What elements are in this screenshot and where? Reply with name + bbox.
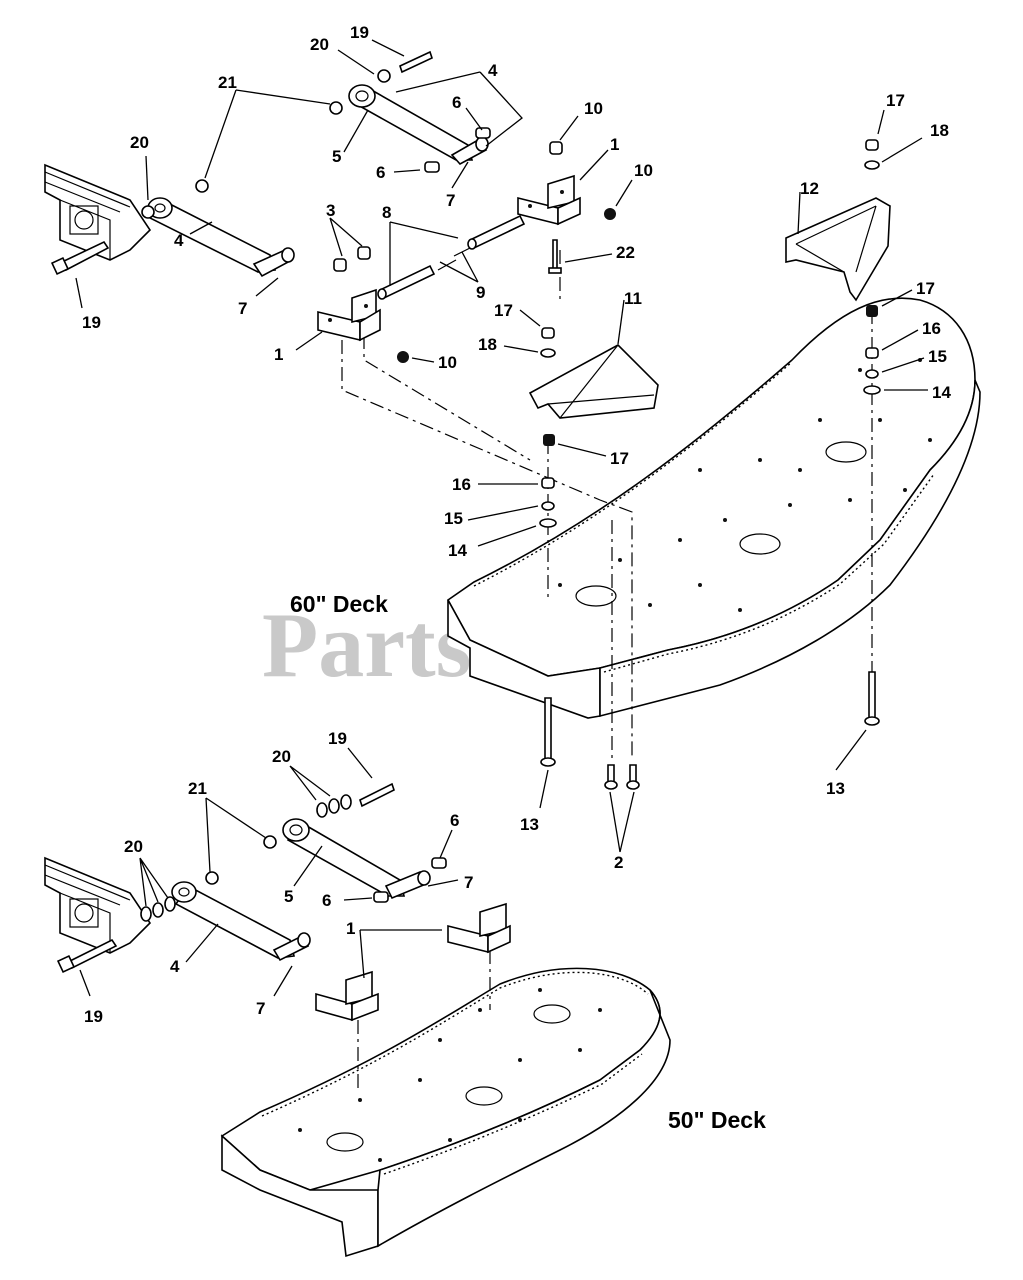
deck-60-title: 60" Deck bbox=[290, 591, 388, 617]
bracket-1-60-right bbox=[517, 174, 581, 226]
callout: 21 bbox=[218, 73, 237, 92]
callout: 18 bbox=[930, 121, 949, 140]
hardware-stack-60-right bbox=[863, 139, 881, 395]
lift-link-5-50 bbox=[263, 782, 447, 903]
callout: 19 bbox=[84, 1007, 103, 1026]
callout: 20 bbox=[272, 747, 291, 766]
tractor-frame-60 bbox=[44, 163, 152, 261]
callout: 7 bbox=[256, 999, 265, 1018]
callout: 6 bbox=[322, 891, 331, 910]
callout: 7 bbox=[464, 873, 473, 892]
callout: 6 bbox=[450, 811, 459, 830]
bracket-1-50-right bbox=[447, 902, 511, 954]
callout: 22 bbox=[616, 243, 635, 262]
callout: 13 bbox=[520, 815, 539, 834]
bolts-60 bbox=[540, 671, 880, 790]
callout: 14 bbox=[448, 541, 467, 560]
callout: 14 bbox=[932, 383, 951, 402]
callout: 18 bbox=[478, 335, 497, 354]
callout: 15 bbox=[928, 347, 947, 366]
callout: 7 bbox=[446, 191, 455, 210]
bolt-19-60-left bbox=[50, 240, 110, 276]
callout: 8 bbox=[382, 203, 391, 222]
callout: 20 bbox=[310, 35, 329, 54]
lift-link-4-50 bbox=[171, 871, 311, 962]
leaders-60 bbox=[75, 39, 928, 853]
callout: 21 bbox=[188, 779, 207, 798]
callout: 20 bbox=[124, 837, 143, 856]
nuts-60 bbox=[333, 141, 616, 363]
hardware-stack-60-center bbox=[539, 327, 557, 528]
callout: 10 bbox=[634, 161, 653, 180]
callout: 10 bbox=[584, 99, 603, 118]
callout: 20 bbox=[130, 133, 149, 152]
callout: 3 bbox=[326, 201, 335, 220]
callout: 17 bbox=[916, 279, 935, 298]
pin-8-60 bbox=[377, 214, 526, 300]
callout: 4 bbox=[488, 61, 498, 80]
bracket-1-50-left bbox=[315, 970, 379, 1022]
callout: 10 bbox=[438, 353, 457, 372]
deck-60-shell bbox=[446, 297, 981, 719]
lift-link-5-60 bbox=[329, 50, 491, 173]
callouts-60: 19 20 4 21 6 5 6 7 20 4 7 19 3 8 9 1 10 … bbox=[82, 23, 951, 872]
callout: 19 bbox=[350, 23, 369, 42]
callout: 4 bbox=[170, 957, 180, 976]
leaders-50 bbox=[79, 747, 459, 997]
callout: 13 bbox=[826, 779, 845, 798]
callout: 4 bbox=[174, 231, 184, 250]
callout: 17 bbox=[886, 91, 905, 110]
callout: 17 bbox=[494, 301, 513, 320]
callout: 12 bbox=[800, 179, 819, 198]
tractor-frame-50 bbox=[44, 856, 152, 954]
callout: 11 bbox=[624, 289, 642, 308]
deck-50-shell bbox=[220, 967, 671, 1258]
callout: 1 bbox=[346, 919, 355, 938]
callout: 19 bbox=[82, 313, 101, 332]
callout: 5 bbox=[284, 887, 293, 906]
callout: 17 bbox=[610, 449, 629, 468]
callout: 15 bbox=[444, 509, 463, 528]
deflector-11-60 bbox=[528, 344, 659, 419]
washers-20-50-left bbox=[56, 896, 176, 974]
deck-50-title: 50" Deck bbox=[668, 1107, 766, 1133]
callouts-50: 20 19 21 6 5 6 7 20 4 19 7 1 bbox=[84, 729, 473, 1026]
callout: 6 bbox=[452, 93, 461, 112]
lift-link-4-60-lower bbox=[141, 179, 295, 278]
bracket-1-60-left bbox=[317, 288, 381, 342]
callout: 1 bbox=[610, 135, 619, 154]
callout: 16 bbox=[452, 475, 471, 494]
callout: 16 bbox=[922, 319, 941, 338]
callout: 1 bbox=[274, 345, 283, 364]
callout: 19 bbox=[328, 729, 347, 748]
callout: 7 bbox=[238, 299, 247, 318]
deflector-12-60 bbox=[785, 197, 891, 302]
callout: 2 bbox=[614, 853, 623, 872]
callout: 6 bbox=[376, 163, 385, 182]
callout: 9 bbox=[476, 283, 485, 302]
callout: 5 bbox=[332, 147, 341, 166]
